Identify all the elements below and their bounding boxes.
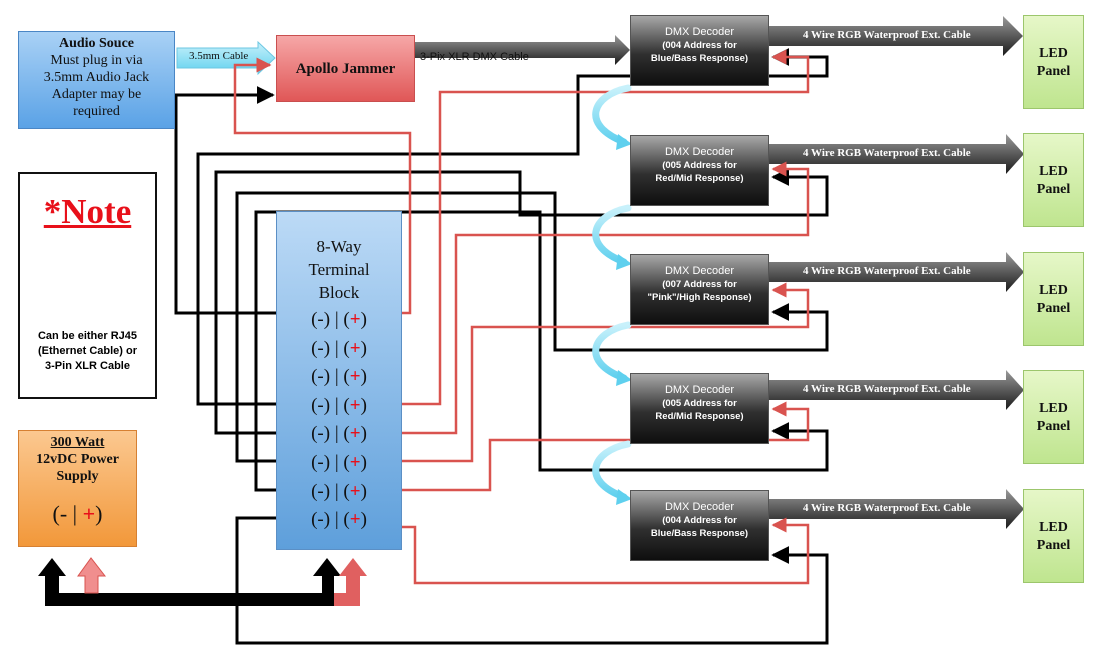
rgb-cable-label: 4 Wire RGB Waterproof Ext. Cable bbox=[803, 265, 971, 277]
note-line: Can be either RJ45 bbox=[37, 330, 138, 342]
apollo-jammer-box: Apollo Jammer bbox=[276, 35, 415, 102]
dmx-decoder-2: DMX Decoder (005 Address for Red/Mid Res… bbox=[630, 135, 769, 206]
negative-wires bbox=[174, 48, 829, 645]
rgb-cable-label: 4 Wire RGB Waterproof Ext. Cable bbox=[803, 383, 971, 395]
terminal-row: (-) | (+) bbox=[311, 309, 367, 330]
terminal-row: (-) | (+) bbox=[311, 394, 367, 416]
terminal-row: (-) | (+) bbox=[311, 480, 367, 502]
dmx-decoder-5: DMX Decoder (004 Address for Blue/Bass R… bbox=[630, 490, 769, 561]
note-box: *Note Can be either RJ45 (Ethernet Cable… bbox=[18, 172, 157, 399]
audio-source-line: Adapter may be bbox=[51, 87, 142, 102]
note-title: *Note bbox=[43, 192, 132, 231]
psu-title: 300 Watt bbox=[50, 435, 105, 450]
psu-line: 12vDC Power bbox=[36, 452, 119, 467]
terminal-block: 8-Way Terminal Block (-) | (+) (-) | (+)… bbox=[276, 211, 402, 550]
terminal-row: (-) | (+) bbox=[311, 451, 367, 473]
terminal-rows: (-) | (+) (-) | (+) (-) | (+) (-) | (+) … bbox=[277, 306, 401, 535]
xlr-cable-arrow bbox=[415, 35, 630, 65]
dmx-decoder-3: DMX Decoder (007 Address for "Pink"/High… bbox=[630, 254, 769, 325]
audio-source-line: 3.5mm Audio Jack bbox=[43, 70, 150, 85]
rgb-cable-label: 4 Wire RGB Waterproof Ext. Cable bbox=[803, 147, 971, 159]
xlr-cable-label: 3-Pix XLR DMX Cable bbox=[420, 51, 529, 63]
terminal-title-line: Block bbox=[318, 283, 360, 302]
rgb-cable-label: 4 Wire RGB Waterproof Ext. Cable bbox=[803, 29, 971, 41]
terminal-title-line: 8-Way bbox=[316, 237, 362, 256]
psu-line: Supply bbox=[56, 469, 99, 484]
terminal-row: (-) | (+) bbox=[311, 509, 367, 531]
terminal-row: (-) | (+) bbox=[311, 423, 367, 445]
power-supply-box: 300 Watt 12vDC Power Supply (- | +) bbox=[18, 430, 137, 547]
terminal-row: (-) | (+) bbox=[311, 337, 367, 359]
cable-35mm-label: 3.5mm Cable bbox=[189, 50, 249, 62]
dmx-decoder-1: DMX Decoder (004 Address for Blue/Bass R… bbox=[630, 15, 769, 86]
note-line: (Ethernet Cable) or bbox=[37, 345, 137, 357]
audio-source-line: Must plug in via bbox=[50, 53, 143, 68]
psu-polarity: (- | +) bbox=[52, 501, 103, 526]
terminal-title-line: Terminal bbox=[308, 260, 370, 279]
note-line: 3-Pin XLR Cable bbox=[45, 360, 130, 372]
audio-source-title: Audio Souce bbox=[58, 36, 135, 51]
audio-source-box: Audio Souce Must plug in via 3.5mm Audio… bbox=[18, 31, 175, 129]
rgb-cable-arrows bbox=[769, 16, 1024, 529]
terminal-row: (-) | (+) bbox=[311, 366, 367, 388]
dmx-decoder-4: DMX Decoder (005 Address for Red/Mid Res… bbox=[630, 373, 769, 444]
rgb-cable-label: 4 Wire RGB Waterproof Ext. Cable bbox=[803, 502, 971, 514]
power-connection bbox=[38, 557, 367, 606]
audio-source-line: required bbox=[73, 104, 120, 119]
